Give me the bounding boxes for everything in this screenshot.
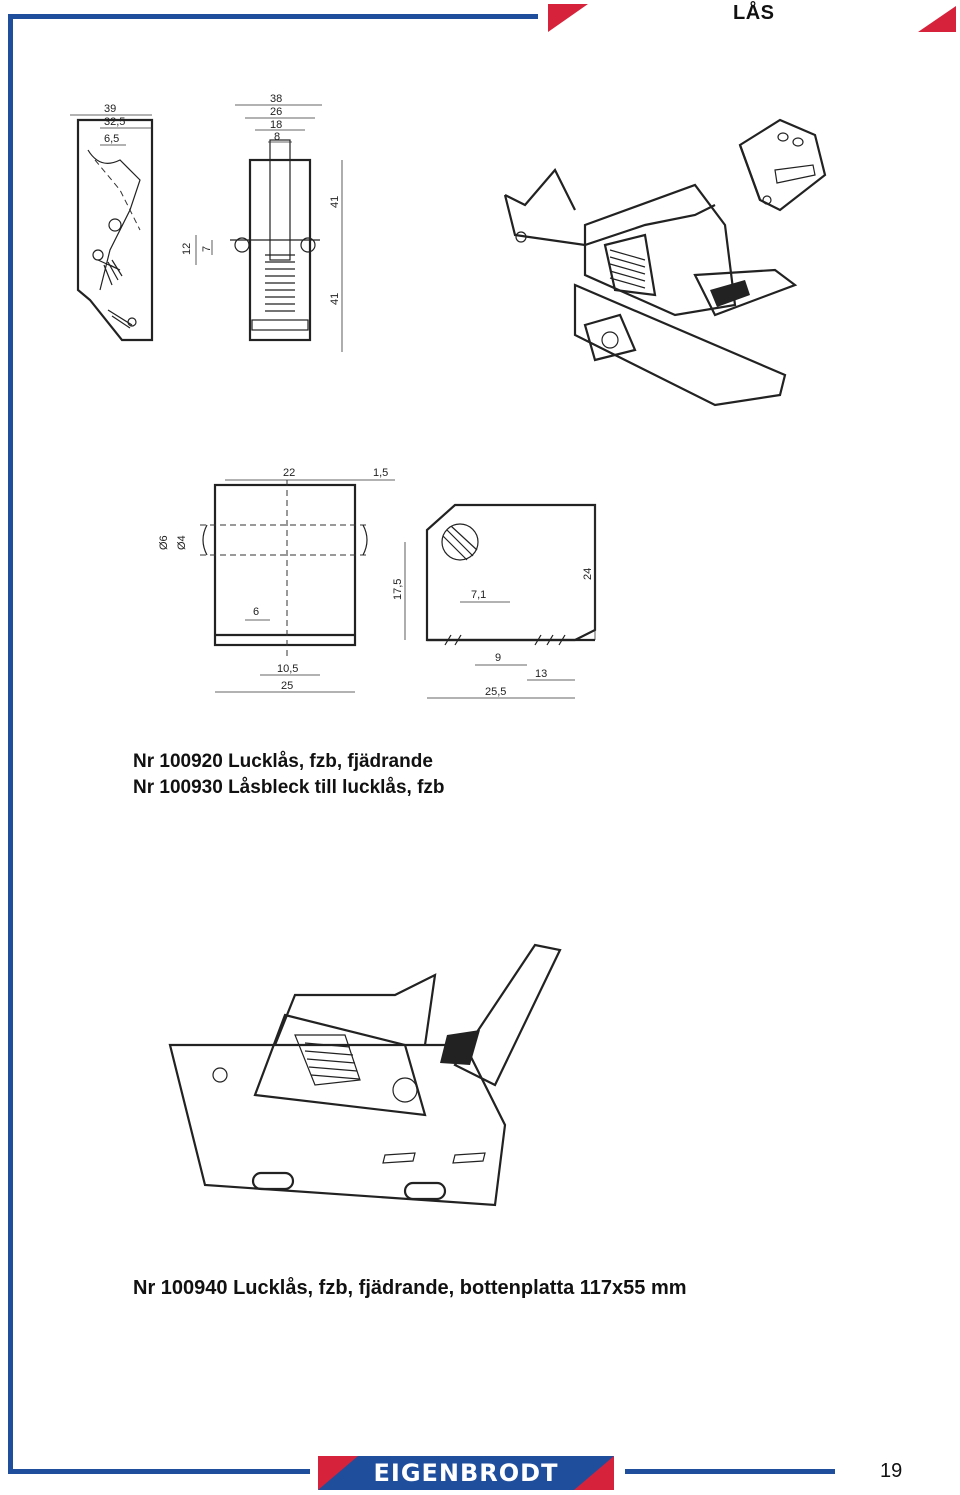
dim-39: 39 xyxy=(104,103,116,115)
dim-18: 18 xyxy=(270,119,282,131)
frame-top-rule xyxy=(8,14,538,19)
dim-24: 24 xyxy=(582,568,594,580)
product-caption-100940: Nr 100940 Lucklås, fzb, fjädrande, botte… xyxy=(133,1277,687,1299)
dim-26: 26 xyxy=(270,106,282,118)
dim-41-lower: 41 xyxy=(329,293,341,305)
dim-13: 13 xyxy=(535,668,547,680)
frame-bottom-rule-right xyxy=(625,1469,835,1474)
dim-12: 12 xyxy=(181,243,193,255)
latch-illustration-100940 xyxy=(168,943,562,1207)
dim-38: 38 xyxy=(270,93,282,105)
dim-25: 25 xyxy=(281,680,293,692)
frame-left-rule xyxy=(8,14,13,1474)
dim-6: 6 xyxy=(253,606,259,618)
red-triangle-left xyxy=(548,4,588,32)
dim-dia-6: Ø6 xyxy=(158,535,170,550)
frame-bottom-rule-left xyxy=(8,1469,310,1474)
dim-41-upper: 41 xyxy=(329,196,341,208)
dim-22: 22 xyxy=(283,467,295,479)
dim-6-5: 6,5 xyxy=(104,133,119,145)
dim-10-5: 10,5 xyxy=(277,663,298,675)
dim-25-5: 25,5 xyxy=(485,686,506,698)
dim-17-5: 17,5 xyxy=(392,579,404,600)
latch-illustration-100920 xyxy=(503,168,798,407)
strike-plate-illustration-100930 xyxy=(738,118,827,212)
dim-9: 9 xyxy=(495,652,501,664)
dim-7-1: 7,1 xyxy=(471,589,486,601)
dim-7: 7 xyxy=(201,246,213,252)
dim-1-5: 1,5 xyxy=(373,467,388,479)
dim-8: 8 xyxy=(274,131,280,143)
product-caption-100920: Nr 100920 Lucklås, fzb, fjädrande xyxy=(133,751,433,772)
brand-logo: EIGENBRODT xyxy=(318,1456,614,1490)
page-number: 19 xyxy=(880,1460,903,1482)
technical-drawing-latch-views: 39 32,5 6,5 38 26 18 8 12 7 41 41 xyxy=(70,93,343,352)
product-caption-100930: Nr 100930 Låsbleck till lucklås, fzb xyxy=(133,777,445,798)
section-title: LÅS xyxy=(733,2,775,24)
red-triangle-right xyxy=(918,6,956,32)
logo-background xyxy=(318,1456,614,1490)
dim-dia-4: Ø4 xyxy=(176,535,188,550)
technical-drawing-strike-plate: 22 1,5 Ø6 Ø4 6 10,5 25 17,5 7,1 24 9 13 … xyxy=(158,467,597,699)
dim-32-5: 32,5 xyxy=(104,116,125,128)
brand-name: EIGENBRODT xyxy=(373,1459,559,1487)
